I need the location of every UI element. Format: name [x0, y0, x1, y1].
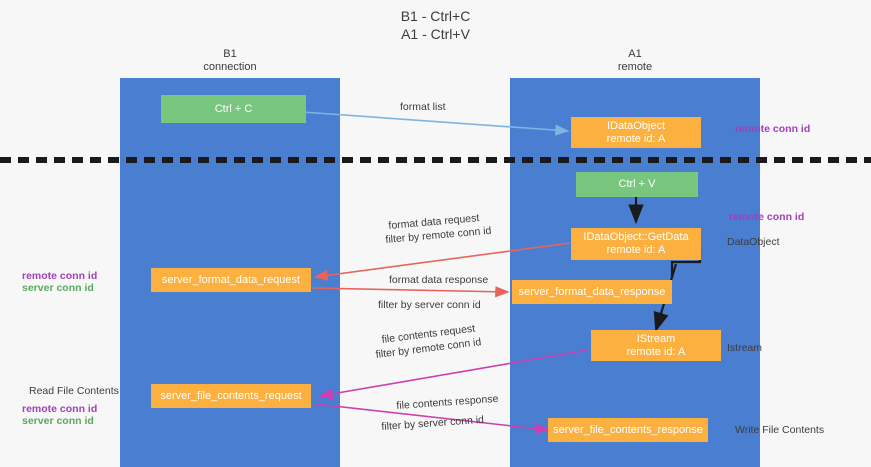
node-idataobject[interactable]: IDataObject remote id: A	[571, 117, 701, 148]
connector-format-data-response	[312, 286, 510, 298]
annotation-left-remote-conn-id: remote conn id	[22, 270, 98, 282]
node-ctrl-c[interactable]: Ctrl + C	[161, 95, 306, 123]
annotation-read-file-contents: Read File Contents	[29, 385, 119, 397]
node-istream[interactable]: IStream remote id: A	[591, 330, 721, 361]
node-idataobject-getdata[interactable]: IDataObject::GetData remote id: A	[571, 228, 701, 260]
annotation-left-server-conn-id-2: server conn id	[22, 415, 94, 427]
annotation-write-file-contents: Write File Contents	[735, 424, 825, 436]
node-server-file-contents-response[interactable]: server_file_contents_response	[548, 418, 708, 442]
annotation-left-server-conn-id: server conn id	[22, 282, 94, 294]
annotation-remote-conn-id-top: remote conn id	[735, 123, 811, 135]
filter-prefix: filter by	[375, 344, 413, 361]
node-server-format-data-request[interactable]: server_format_data_request	[151, 268, 311, 292]
filter-key-server-conn-id: server conn id	[417, 413, 485, 431]
node-server-format-data-response[interactable]: server_format_data_response	[512, 280, 672, 304]
edge-label-format-data-response: format data response	[389, 274, 489, 286]
filter-prefix: filter by	[381, 418, 419, 433]
node-ctrl-v[interactable]: Ctrl + V	[576, 172, 698, 197]
page-title: B1 - Ctrl+C A1 - Ctrl+V	[400, 8, 471, 42]
edge-label-file-contents-response-filter: filter by server conn id	[381, 414, 484, 434]
annotation-dataobject: DataObject	[727, 236, 780, 248]
filter-key-server-conn-id: server conn id	[414, 299, 481, 311]
filter-prefix: filter by	[385, 230, 423, 246]
edge-label-format-data-response-filter: filter by server conn id	[378, 299, 481, 312]
column-header-b1: B1 connection	[203, 48, 257, 73]
edge-label-format-list: format list	[400, 101, 446, 113]
node-server-file-contents-request[interactable]: server_file_contents_request	[151, 384, 311, 408]
phase-divider	[0, 157, 871, 163]
annotation-istream: Istream	[727, 342, 763, 354]
edge-label-file-contents-response: file contents response	[396, 392, 499, 412]
annotation-remote-conn-id-mid: remote conn id	[729, 211, 805, 223]
column-header-a1: A1 remote	[617, 48, 653, 73]
filter-prefix: filter by	[378, 299, 415, 311]
annotation-left-remote-conn-id-2: remote conn id	[22, 403, 98, 415]
